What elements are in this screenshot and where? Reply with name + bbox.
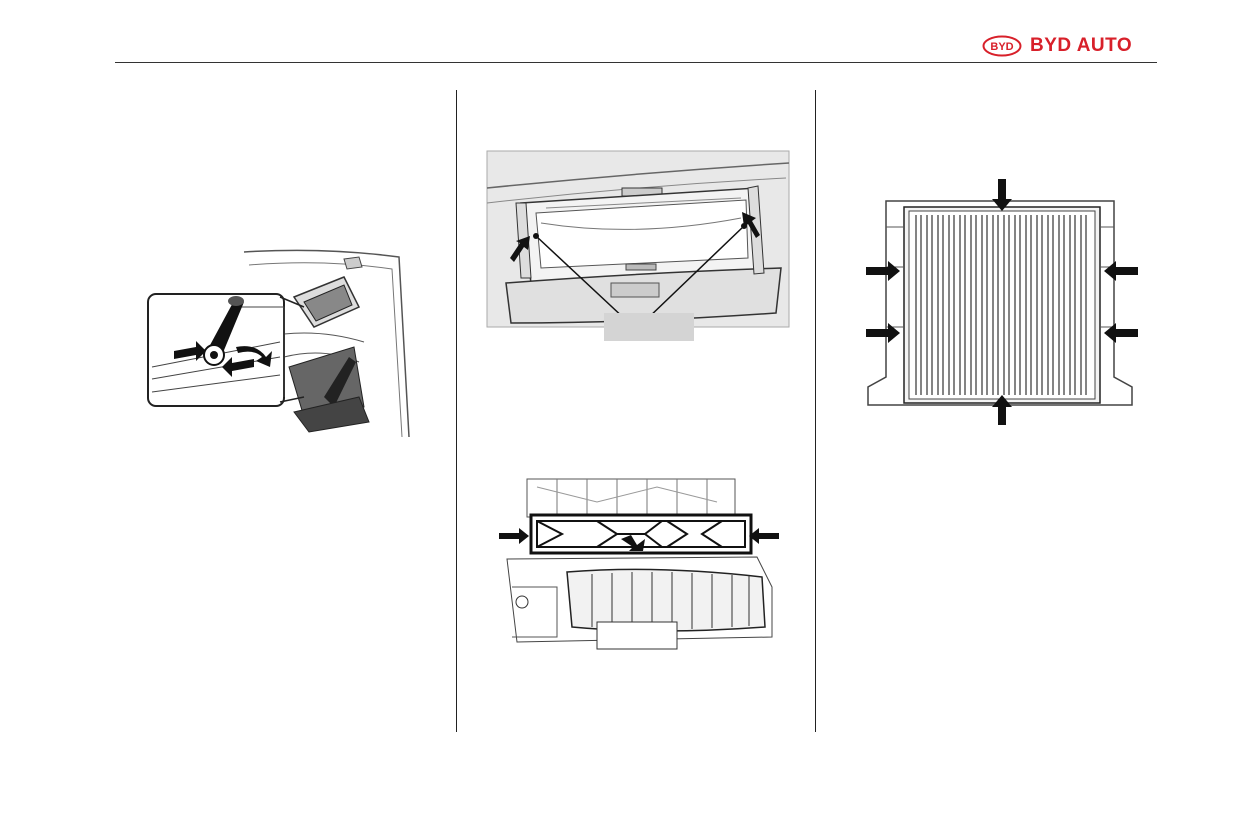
filter-cover-figure (497, 477, 781, 663)
byd-emblem-icon: BYD (982, 35, 1022, 57)
emblem-text: BYD (990, 41, 1013, 53)
glovebox-open-figure (486, 148, 790, 342)
glovebox-damper-detach-illustration-icon (147, 249, 410, 438)
column-divider-right (815, 90, 816, 732)
glovebox-damper-figure (144, 247, 412, 443)
filter-pleats (915, 215, 1087, 395)
glovebox-stops-illustration-icon (486, 150, 790, 341)
cabin-filter-element-illustration-icon (866, 179, 1138, 425)
header-rule (115, 62, 1157, 63)
column-divider-left (456, 90, 457, 732)
filter-cover-clips-illustration-icon (499, 478, 779, 650)
brand-logo: BYD BYD AUTO (982, 34, 1132, 58)
brand-text: BYD AUTO (1030, 35, 1133, 56)
filter-element-figure (864, 177, 1140, 427)
